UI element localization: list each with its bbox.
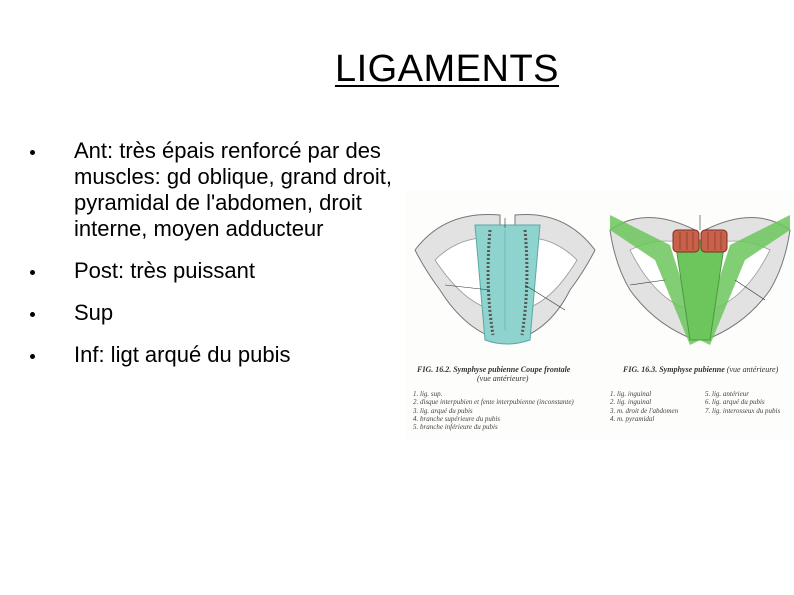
left-caption-title: FIG. 16.2. Symphyse pubienne Coupe front…: [417, 365, 571, 374]
legend-item: 3. lig. arqué du pubis: [413, 406, 473, 415]
slide-title-text: LIGAMENTS: [334, 48, 560, 90]
legend-item: 3. m. droit de l'abdomen: [610, 406, 679, 415]
legend-item: 7. lig. interosseux du pubis: [705, 406, 781, 415]
left-figure-legend: 1. lig. sup. 2. disque interpubien et fe…: [413, 390, 603, 431]
bullet-item: Ant: très épais renforcé par des muscles…: [30, 138, 400, 242]
right-caption-sub: (vue antérieure): [726, 365, 779, 374]
anterior-view-illustration: [609, 215, 791, 345]
bullet-list: Ant: très épais renforcé par des muscles…: [30, 138, 400, 384]
anatomy-figure: FIG. 16.2. Symphyse pubienne Coupe front…: [405, 190, 794, 440]
legend-item: 6. lig. arqué du pubis: [705, 398, 765, 407]
legend-item: 2. disque interpubien et fente interpubi…: [413, 398, 574, 407]
bullet-text: Inf: ligt arqué du pubis: [74, 342, 291, 367]
bullet-dot-icon: [30, 270, 35, 275]
symphysis-illustrations: [414, 213, 791, 345]
legend-item: 1. lig. sup.: [413, 390, 443, 398]
right-figure-legend-col1: 1. lig. inguinal 2. lig. inguinal 3. m. …: [610, 390, 700, 423]
legend-item: 5. lig. antérieur: [705, 390, 749, 398]
legend-item: 2. lig. inguinal: [610, 398, 652, 407]
right-caption-title: FIG. 16.3. Symphyse pubienne: [623, 365, 725, 374]
bullet-text: Ant: très épais renforcé par des muscles…: [74, 138, 392, 241]
legend-item: 1. lig. inguinal: [610, 390, 652, 398]
frontal-section-illustration: [414, 213, 596, 345]
bullet-item: Inf: ligt arqué du pubis: [30, 342, 400, 368]
bullet-text: Sup: [74, 300, 114, 325]
legend-item: 4. branche supérieure du pubis: [413, 414, 501, 423]
bullet-item: Post: très puissant: [30, 258, 400, 284]
bullet-dot-icon: [30, 312, 35, 317]
legend-item: 5. branche inférieure du pubis: [413, 423, 498, 432]
bullet-text: Post: très puissant: [74, 258, 255, 283]
bullet-item: Sup: [30, 300, 400, 326]
slide-title: LIGAMENTS: [0, 48, 794, 91]
left-caption-sub: (vue antérieure): [477, 374, 529, 383]
bullet-dot-icon: [30, 150, 35, 155]
legend-item: 4. m. pyramidal: [610, 414, 655, 423]
right-figure-caption: FIG. 16.3. Symphyse pubienne (vue antéri…: [623, 365, 778, 374]
right-figure-legend-col2: 5. lig. antérieur 6. lig. arqué du pubis…: [705, 390, 793, 415]
bullet-dot-icon: [30, 354, 35, 359]
left-figure-caption: FIG. 16.2. Symphyse pubienne Coupe front…: [417, 365, 570, 383]
